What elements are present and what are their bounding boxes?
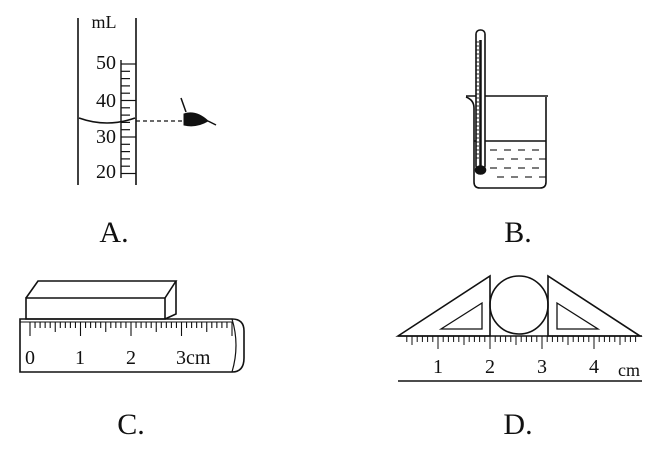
- ruler-d-label-1: 1: [433, 356, 443, 378]
- eye-icon: [180, 97, 217, 127]
- beaker: [465, 96, 547, 189]
- set-square-right-hole: [556, 301, 601, 330]
- thermometer-bulb: [474, 165, 487, 175]
- block-side: [164, 281, 177, 320]
- ruler-c-label-2: 2: [126, 347, 136, 369]
- panel-b: [465, 29, 548, 189]
- ruler-c-label-3cm: 3cm: [176, 347, 211, 369]
- sphere: [489, 275, 549, 335]
- liquid-meniscus: [78, 117, 136, 124]
- panel-a: [77, 18, 217, 185]
- ruler-d-label-3: 3: [537, 356, 547, 378]
- option-label-c: C.: [117, 408, 145, 441]
- thermometer-ticks: [476, 41, 479, 159]
- cylinder-ticks: [121, 63, 136, 175]
- ruler-c-ticks: [29, 322, 233, 336]
- block-top: [25, 280, 178, 299]
- ruler-c-label-0: 0: [25, 347, 35, 369]
- ruler-end-cap: [231, 318, 237, 373]
- cylinder-label-40: 40: [96, 90, 116, 112]
- ruler-body: [19, 318, 245, 373]
- ruler-d-ticks: [406, 336, 637, 349]
- cylinder-unit-label: mL: [92, 12, 117, 32]
- block-front: [25, 297, 166, 320]
- panel-c: [19, 280, 245, 373]
- panel-d: [395, 274, 643, 382]
- ruler-d-label-2: 2: [485, 356, 495, 378]
- liquid-ripples: [490, 149, 546, 178]
- option-label-b: B.: [504, 216, 532, 249]
- ruler-c-label-1: 1: [75, 347, 85, 369]
- set-square-left-hole: [438, 301, 483, 330]
- cylinder-label-30: 30: [96, 126, 116, 148]
- ruler-d-label-4: 4: [589, 356, 599, 378]
- cylinder-label-20: 20: [96, 161, 116, 183]
- ruler-d-unit: cm: [618, 360, 640, 380]
- option-label-d: D.: [503, 408, 532, 441]
- cylinder-label-50: 50: [96, 52, 116, 74]
- option-label-a: A.: [99, 216, 128, 249]
